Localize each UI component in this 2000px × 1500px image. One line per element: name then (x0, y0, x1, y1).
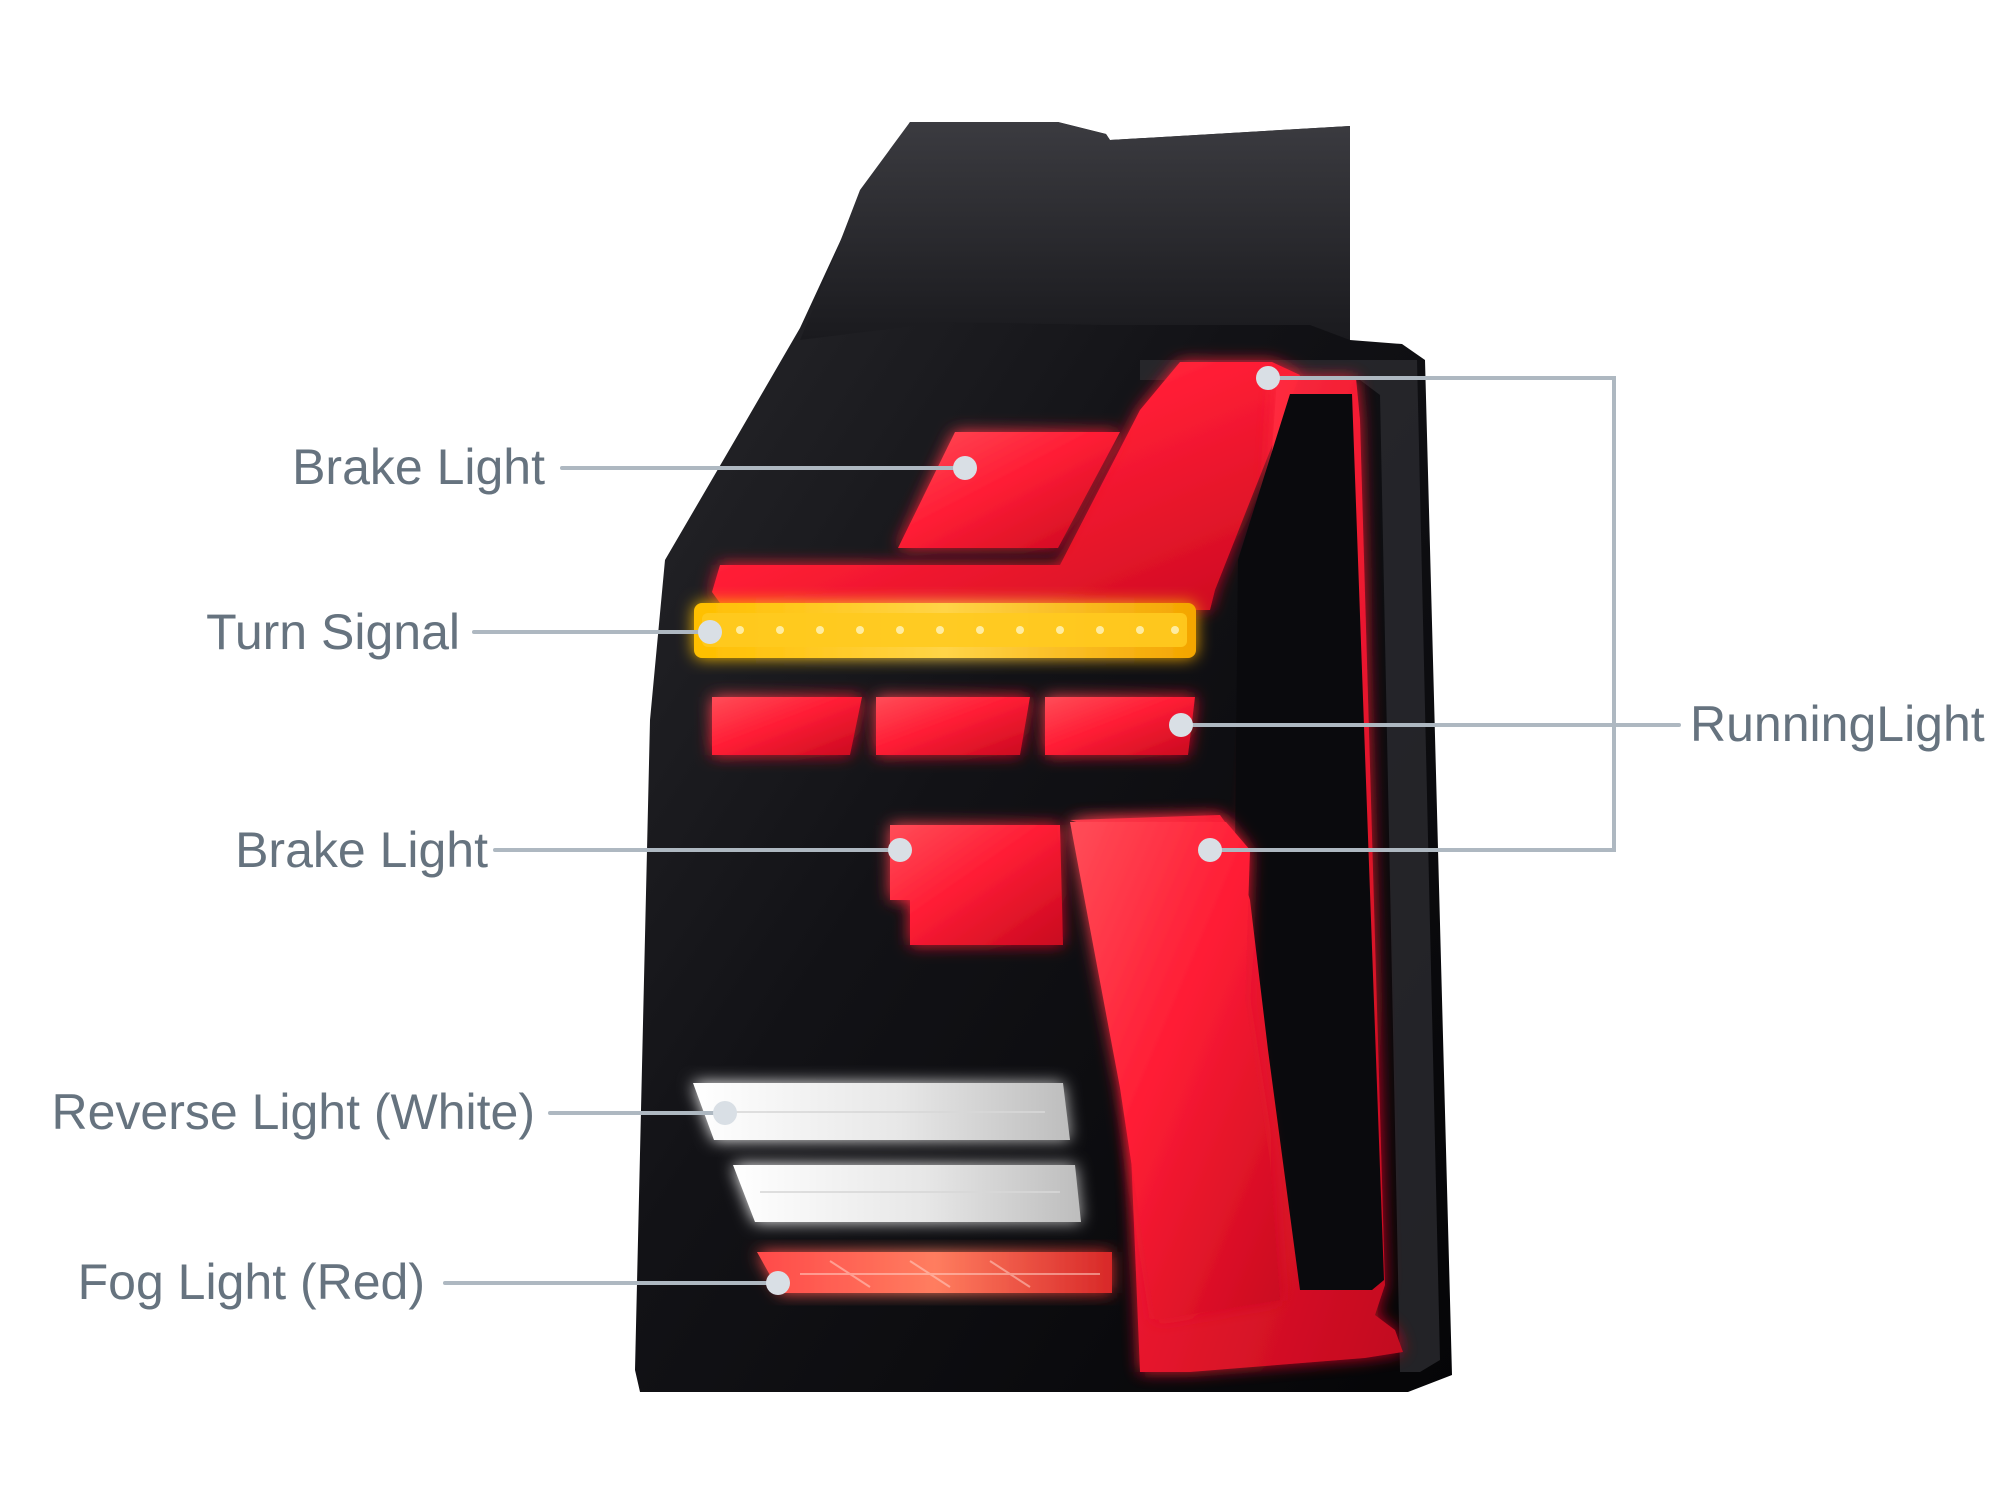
brake-light-lower-panel (890, 825, 1063, 945)
fog-light-label: Fog Light (Red) (77, 1254, 425, 1310)
fog-light-pattern (800, 1260, 1100, 1288)
circle-marker-icon (1169, 713, 1193, 737)
circle-marker-icon (1256, 366, 1280, 390)
circle-marker-icon (1198, 838, 1222, 862)
inner-dark-window (1235, 394, 1384, 1290)
brake-light-bottom-label: Brake Light (235, 822, 488, 878)
running-light-segment-left (712, 697, 862, 755)
turn-signal-led-row (736, 626, 1179, 634)
brake-light-upper-panel (898, 432, 1120, 548)
turn-signal-label: Turn Signal (206, 604, 460, 660)
circle-marker-icon (888, 838, 912, 862)
brake-light-top-label: Brake Light (292, 439, 545, 495)
running-light-segment-right (1045, 697, 1195, 755)
circle-marker-icon (698, 620, 722, 644)
circle-marker-icon (713, 1101, 737, 1125)
callout-lines (443, 376, 1681, 1285)
fog-light-strip (757, 1252, 1112, 1293)
reverse-light-led-texture (722, 1111, 1060, 1193)
turn-signal-inner (702, 613, 1187, 647)
circle-marker-icon (766, 1271, 790, 1295)
running-light-label: RunningLight (1690, 696, 1985, 752)
running-light-segment-middle (876, 697, 1030, 755)
callout-dots (698, 366, 1280, 1295)
running-light-upper-frame (712, 362, 1300, 610)
circle-marker-icon (953, 456, 977, 480)
housing-highlight (1140, 360, 1440, 1372)
mounting-bracket (800, 122, 1350, 340)
reverse-light-lower (733, 1165, 1081, 1222)
running-light-lower-vertical (1070, 822, 1280, 1320)
reverse-light-label: Reverse Light (White) (51, 1084, 536, 1140)
